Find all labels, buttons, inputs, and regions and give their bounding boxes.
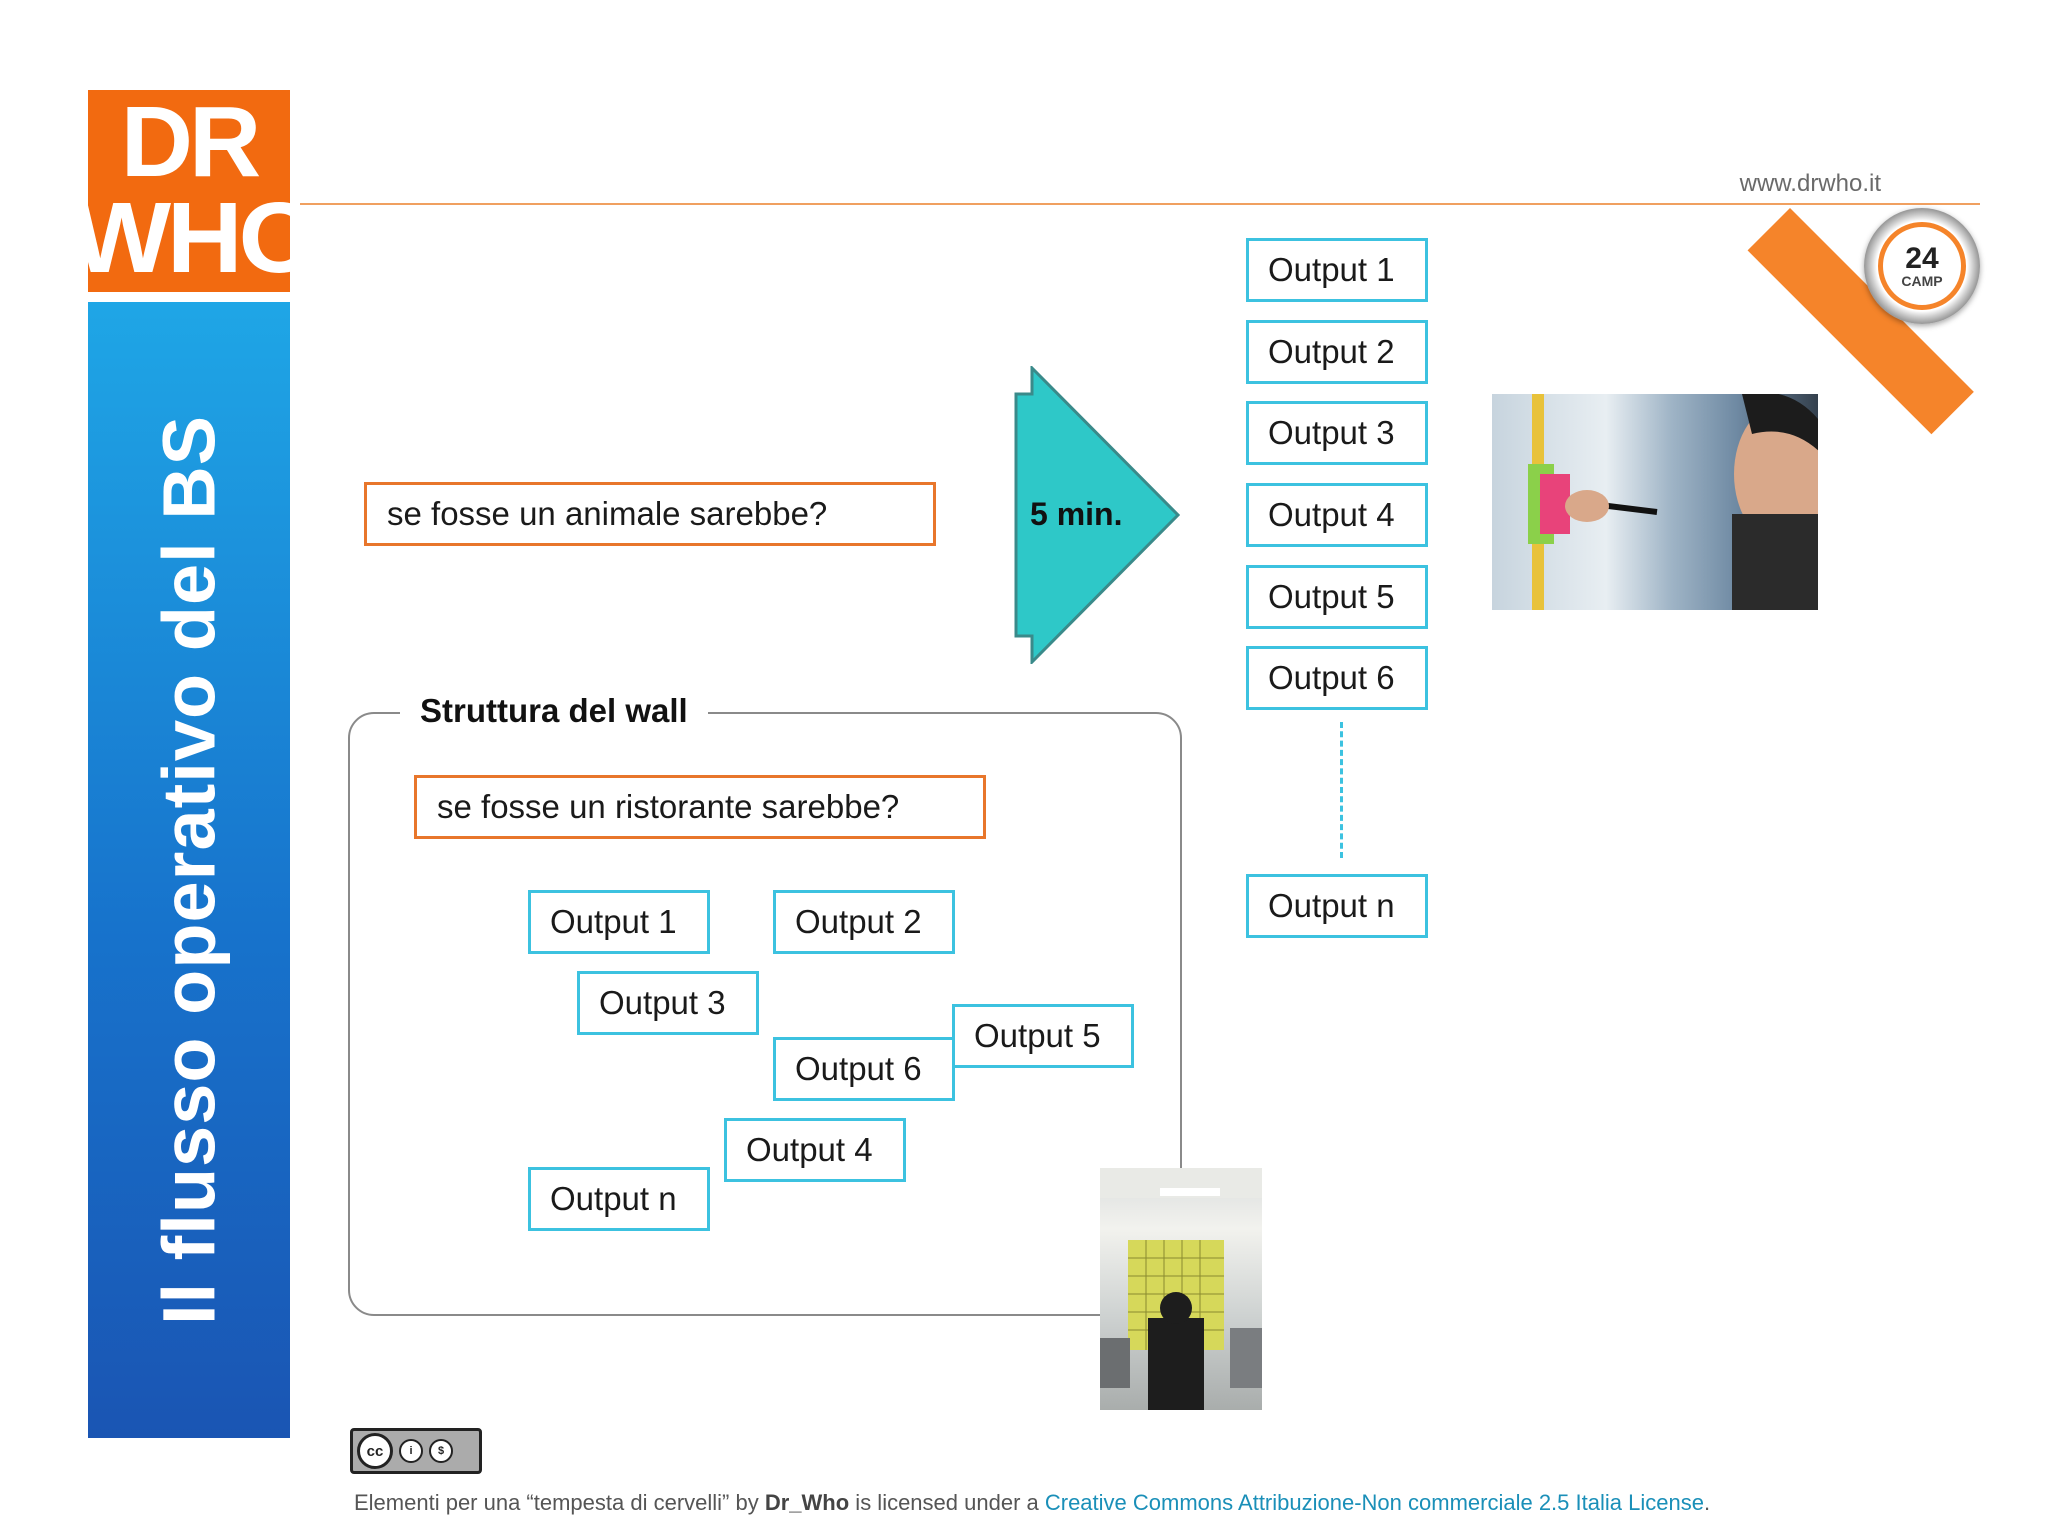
output-column-item: Output 3 [1246, 401, 1428, 465]
creative-commons-icon[interactable]: cc i $ [350, 1428, 482, 1474]
photo-sticky-wall [1100, 1168, 1262, 1410]
wall-output-item: Output 5 [952, 1004, 1134, 1068]
output-column-item: Output 4 [1246, 483, 1428, 547]
output-column-item: Output 6 [1246, 646, 1428, 710]
footer-middle: is licensed under a [849, 1490, 1045, 1515]
wall-output-item: Output n [528, 1167, 710, 1231]
wall-output-item: Output 3 [577, 971, 759, 1035]
site-url: www.drwho.it [1739, 170, 1881, 197]
photo-person-writing [1492, 394, 1818, 610]
wall-output-item: Output 1 [528, 890, 710, 954]
footer-author: Dr_Who [764, 1490, 850, 1515]
wall-output-item: Output 2 [773, 890, 955, 954]
wall-title: Struttura del wall [400, 692, 708, 730]
dashed-connector [1340, 722, 1343, 858]
license-link[interactable]: Creative Commons Attribuzione-Non commer… [1044, 1490, 1704, 1515]
badge-main-text: 24 [1905, 242, 1939, 275]
arrow-right-icon [1014, 366, 1180, 664]
drwho-logo: DR WHO [88, 90, 290, 292]
license-footer: Elementi per una “tempesta di cervelli” … [354, 1490, 1710, 1516]
timer-label: 5 min. [1030, 496, 1123, 532]
wall-structure-frame [348, 712, 1182, 1316]
output-column-item: Output 5 [1246, 565, 1428, 629]
camp-badge-icon: 24 CAMP [1864, 208, 1980, 324]
output-column-item: Output 2 [1246, 320, 1428, 384]
logo-line-2: WHO [88, 182, 290, 292]
header-divider [300, 203, 1980, 205]
footer-suffix: . [1703, 1490, 1711, 1515]
footer-prefix: Elementi per una “tempesta di cervelli” … [354, 1490, 765, 1515]
question-box-animal: se fosse un animale sarebbe? [364, 482, 936, 546]
output-column-last: Output n [1246, 874, 1428, 938]
sidebar-title-bar: Il flusso operativo del BS [88, 302, 290, 1438]
badge-sub-text: CAMP [1901, 273, 1943, 289]
question-box-restaurant: se fosse un ristorante sarebbe? [414, 775, 986, 839]
output-column-item: Output 1 [1246, 238, 1428, 302]
wall-output-item: Output 4 [724, 1118, 906, 1182]
logo-line-1: DR [120, 90, 261, 198]
slide-title: Il flusso operativo del BS [147, 414, 231, 1326]
wall-output-item: Output 6 [773, 1037, 955, 1101]
